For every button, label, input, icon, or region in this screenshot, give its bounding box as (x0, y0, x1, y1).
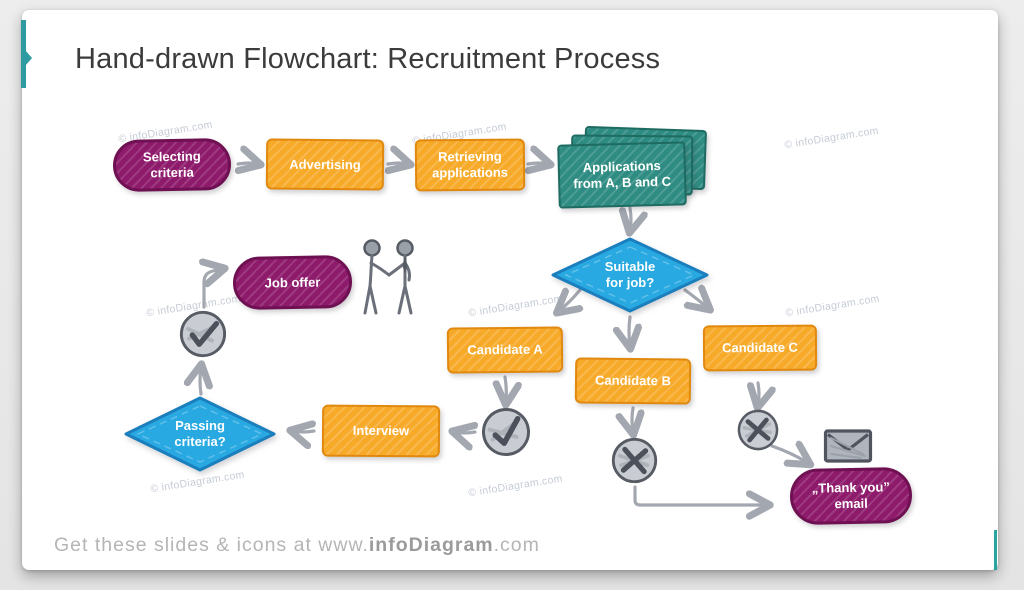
footer-brand: infoDiagram (368, 534, 494, 556)
node-retrieving-applications: Retrieving applications (414, 138, 526, 192)
node-advertising: Advertising (265, 138, 385, 191)
arrow-check-to-interview (455, 432, 475, 433)
teal-accent-top-left (21, 20, 32, 88)
node-label: email (834, 495, 868, 512)
check-icon (176, 307, 230, 361)
diamond-shape (124, 396, 276, 472)
node-label: Advertising (289, 156, 361, 173)
arrow-suitable-to-candidate-b (629, 315, 630, 346)
footer-credit: Get these slides & icons at www.infoDiag… (54, 534, 540, 557)
arrow-applications-to-suitable (630, 206, 631, 230)
cross-icon (608, 434, 660, 486)
node-label: Candidate B (595, 372, 672, 389)
arrow-interview-to-passing (293, 431, 314, 432)
node-label: criteria (150, 164, 194, 181)
node-label: criteria? (174, 434, 226, 449)
node-label: Suitable (604, 259, 656, 275)
node-label: Candidate C (722, 339, 798, 356)
node-label: applications (432, 164, 509, 181)
arrow-passing-to-check (200, 367, 201, 396)
cross-icon (734, 406, 782, 454)
node-candidate-c: Candidate C (702, 324, 818, 372)
teal-accent-bottom-right (994, 530, 997, 570)
node-thank-you-email: „Thank you” email (789, 466, 913, 526)
node-label: Selecting (142, 148, 201, 165)
check-icon (477, 403, 534, 460)
slide-card: Hand-drawn Flowchart: Recruitment Proces… (21, 10, 998, 570)
node-selecting-criteria: Selecting criteria (112, 137, 232, 193)
node-label: Passing (175, 418, 225, 434)
envelope-icon (823, 428, 873, 464)
arrow-cross-c-to-thank-you (770, 446, 808, 463)
node-suitable-for-job: Suitable for job? (550, 236, 710, 314)
footer-prefix: Get these slides & icons at www. (54, 534, 369, 556)
node-label: for job? (605, 275, 655, 290)
node-label: „Thank you” (811, 479, 890, 497)
arrow-advertising-to-retrieving (388, 163, 408, 164)
arrow-candidate-a-to-check (505, 375, 506, 402)
arrow-candidate-c-to-cross (758, 381, 759, 405)
arrow-candidate-b-to-cross (632, 406, 633, 432)
arrow-suitable-to-candidate-a (559, 290, 580, 311)
node-candidate-b: Candidate B (574, 357, 692, 405)
node-label: Job offer (264, 274, 321, 291)
node-label: Interview (352, 423, 410, 439)
node-candidate-a: Candidate A (446, 326, 564, 374)
arrow-check-to-job-offer (204, 269, 222, 309)
flow-arrows (22, 10, 998, 570)
stack-card-front: Applications from A, B and C (557, 141, 687, 209)
node-applications-stack: Applications from A, B and C (557, 125, 714, 214)
arrow-retrieving-to-applications (528, 163, 548, 164)
arrow-selecting-to-advertising (238, 163, 258, 164)
node-label: Retrieving (438, 149, 502, 165)
slide-title: Hand-drawn Flowchart: Recruitment Proces… (75, 43, 661, 75)
arrow-suitable-to-candidate-c (683, 290, 708, 308)
footer-suffix: .com (493, 534, 540, 556)
node-interview: Interview (321, 404, 441, 458)
node-passing-criteria: Passing criteria? (123, 395, 277, 473)
diamond-shape (551, 237, 709, 313)
arrow-cross-b-to-thank-you (633, 485, 767, 505)
handshake-people-icon (358, 238, 422, 322)
node-job-offer: Job offer (232, 254, 353, 311)
node-label: from A, B and C (573, 173, 672, 192)
node-label: Candidate A (467, 341, 543, 358)
